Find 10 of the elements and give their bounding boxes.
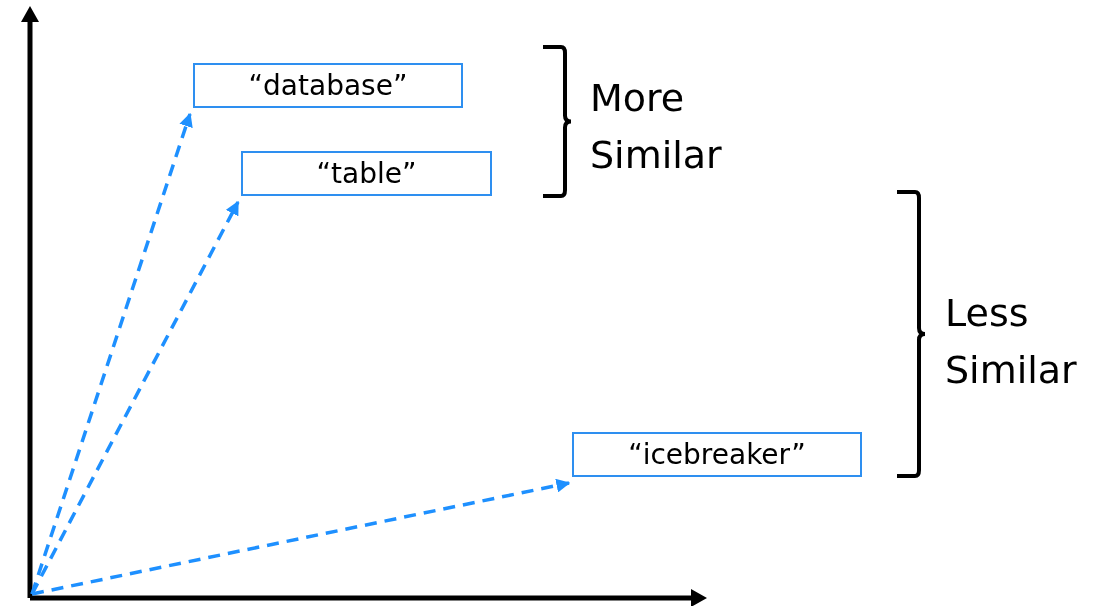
word-text: “database” (248, 69, 408, 102)
bracket-label: Less Similar (945, 290, 1078, 394)
vector-arrow (30, 200, 240, 595)
word-text: “icebreaker” (628, 438, 806, 471)
bracket-label: More Similar (590, 75, 723, 179)
word-box (241, 151, 492, 196)
word-box (193, 63, 463, 108)
vector-arrow (31, 478, 571, 596)
word-box (572, 432, 862, 477)
word-text: “table” (316, 157, 417, 190)
